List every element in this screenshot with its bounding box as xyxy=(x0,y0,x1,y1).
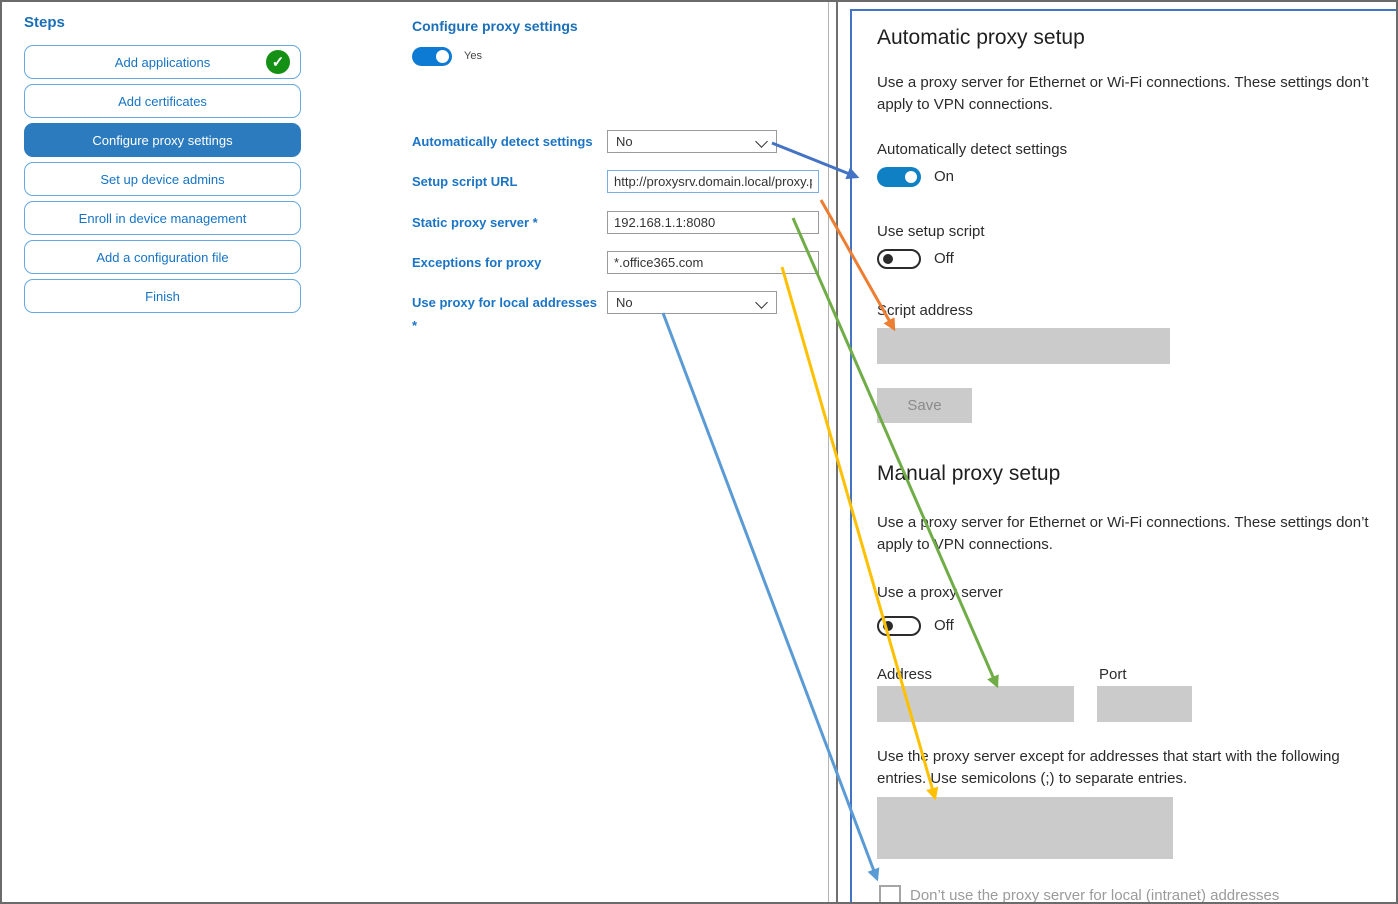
manual-port-field[interactable] xyxy=(1097,686,1192,722)
use-setup-script-label: Use setup script xyxy=(877,223,985,240)
settings-detect-toggle[interactable] xyxy=(877,167,921,187)
manual-proxy-description: Use a proxy server for Ethernet or Wi-Fi… xyxy=(877,514,1369,553)
step-add-a-configuration-file[interactable]: Add a configuration file xyxy=(24,240,301,274)
step-label: Finish xyxy=(145,288,180,304)
step-configure-proxy-settings[interactable]: Configure proxy settings xyxy=(24,123,301,157)
toggle-knob xyxy=(883,254,893,264)
step-label: Configure proxy settings xyxy=(92,132,233,148)
use-setup-script-state: Off xyxy=(934,250,954,267)
exceptions-description: Use the proxy server except for addresse… xyxy=(877,748,1340,787)
steps-title: Steps xyxy=(24,14,65,31)
step-label: Enroll in device management xyxy=(78,210,247,226)
configure-proxy-toggle-label: Yes xyxy=(464,50,482,62)
form-title: Configure proxy settings xyxy=(412,18,578,34)
script-address-field[interactable] xyxy=(877,328,1170,364)
use-proxy-for-local-addresses-select[interactable]: No xyxy=(607,291,777,314)
configure-proxy-toggle[interactable] xyxy=(412,47,452,66)
step-add-applications[interactable]: Add applications ✓ xyxy=(24,45,301,79)
chevron-down-icon xyxy=(755,296,768,309)
static-proxy-server-input[interactable] xyxy=(607,211,819,234)
select-value: No xyxy=(616,134,633,149)
toggle-knob xyxy=(905,171,917,183)
toggle-knob xyxy=(883,621,893,631)
use-setup-script-toggle[interactable] xyxy=(877,249,921,269)
step-finish[interactable]: Finish xyxy=(24,279,301,313)
step-set-up-device-admins[interactable]: Set up device admins xyxy=(24,162,301,196)
address-label: Address xyxy=(877,666,933,683)
settings-detect-state: On xyxy=(934,168,955,185)
toggle-knob xyxy=(436,50,449,63)
step-label: Set up device admins xyxy=(100,171,225,187)
select-value: No xyxy=(616,295,633,310)
manual-address-field[interactable] xyxy=(877,686,1074,722)
automatically-detect-settings-label: Automatically detect settings xyxy=(412,134,593,149)
exceptions-for-proxy-label: Exceptions for proxy xyxy=(412,255,542,270)
automatic-proxy-description: Use a proxy server for Ethernet or Wi-Fi… xyxy=(877,74,1369,113)
exceptions-textarea[interactable] xyxy=(877,797,1173,859)
use-a-proxy-server-label: Use a proxy server xyxy=(877,584,1003,601)
exceptions-for-proxy-input[interactable] xyxy=(607,251,819,274)
step-enroll-in-device-management[interactable]: Enroll in device management xyxy=(24,201,301,235)
automatic-proxy-setup-title: Automatic proxy setup xyxy=(877,26,1085,49)
step-label: Add applications xyxy=(114,54,211,70)
step-label: Add certificates xyxy=(118,93,207,109)
local-addresses-checkbox[interactable] xyxy=(879,885,901,902)
use-proxy-for-local-addresses-label: Use proxy for local addresses * xyxy=(412,295,597,333)
pane-divider xyxy=(836,2,838,902)
setup-script-url-input[interactable] xyxy=(607,170,819,193)
settings-detect-label: Automatically detect settings xyxy=(877,141,1068,158)
setup-script-url-label: Setup script URL xyxy=(412,174,518,189)
local-addresses-checkbox-label: Don’t use the proxy server for local (in… xyxy=(910,887,1280,904)
script-address-label: Script address xyxy=(877,302,973,319)
step-label: Add a configuration file xyxy=(96,249,229,265)
pane-divider-light xyxy=(828,2,829,902)
static-proxy-server-label: Static proxy server * xyxy=(412,215,538,230)
port-label: Port xyxy=(1099,666,1127,683)
save-button-label: Save xyxy=(907,397,942,414)
completed-check-icon: ✓ xyxy=(266,50,290,74)
chevron-down-icon xyxy=(755,135,768,148)
use-a-proxy-server-toggle[interactable] xyxy=(877,616,921,636)
save-button[interactable]: Save xyxy=(877,388,972,423)
step-add-certificates[interactable]: Add certificates xyxy=(24,84,301,118)
manual-proxy-setup-title: Manual proxy setup xyxy=(877,462,1061,485)
automatically-detect-settings-select[interactable]: No xyxy=(607,130,777,153)
use-a-proxy-server-state: Off xyxy=(934,617,954,634)
arrow-local-addresses xyxy=(661,312,880,882)
